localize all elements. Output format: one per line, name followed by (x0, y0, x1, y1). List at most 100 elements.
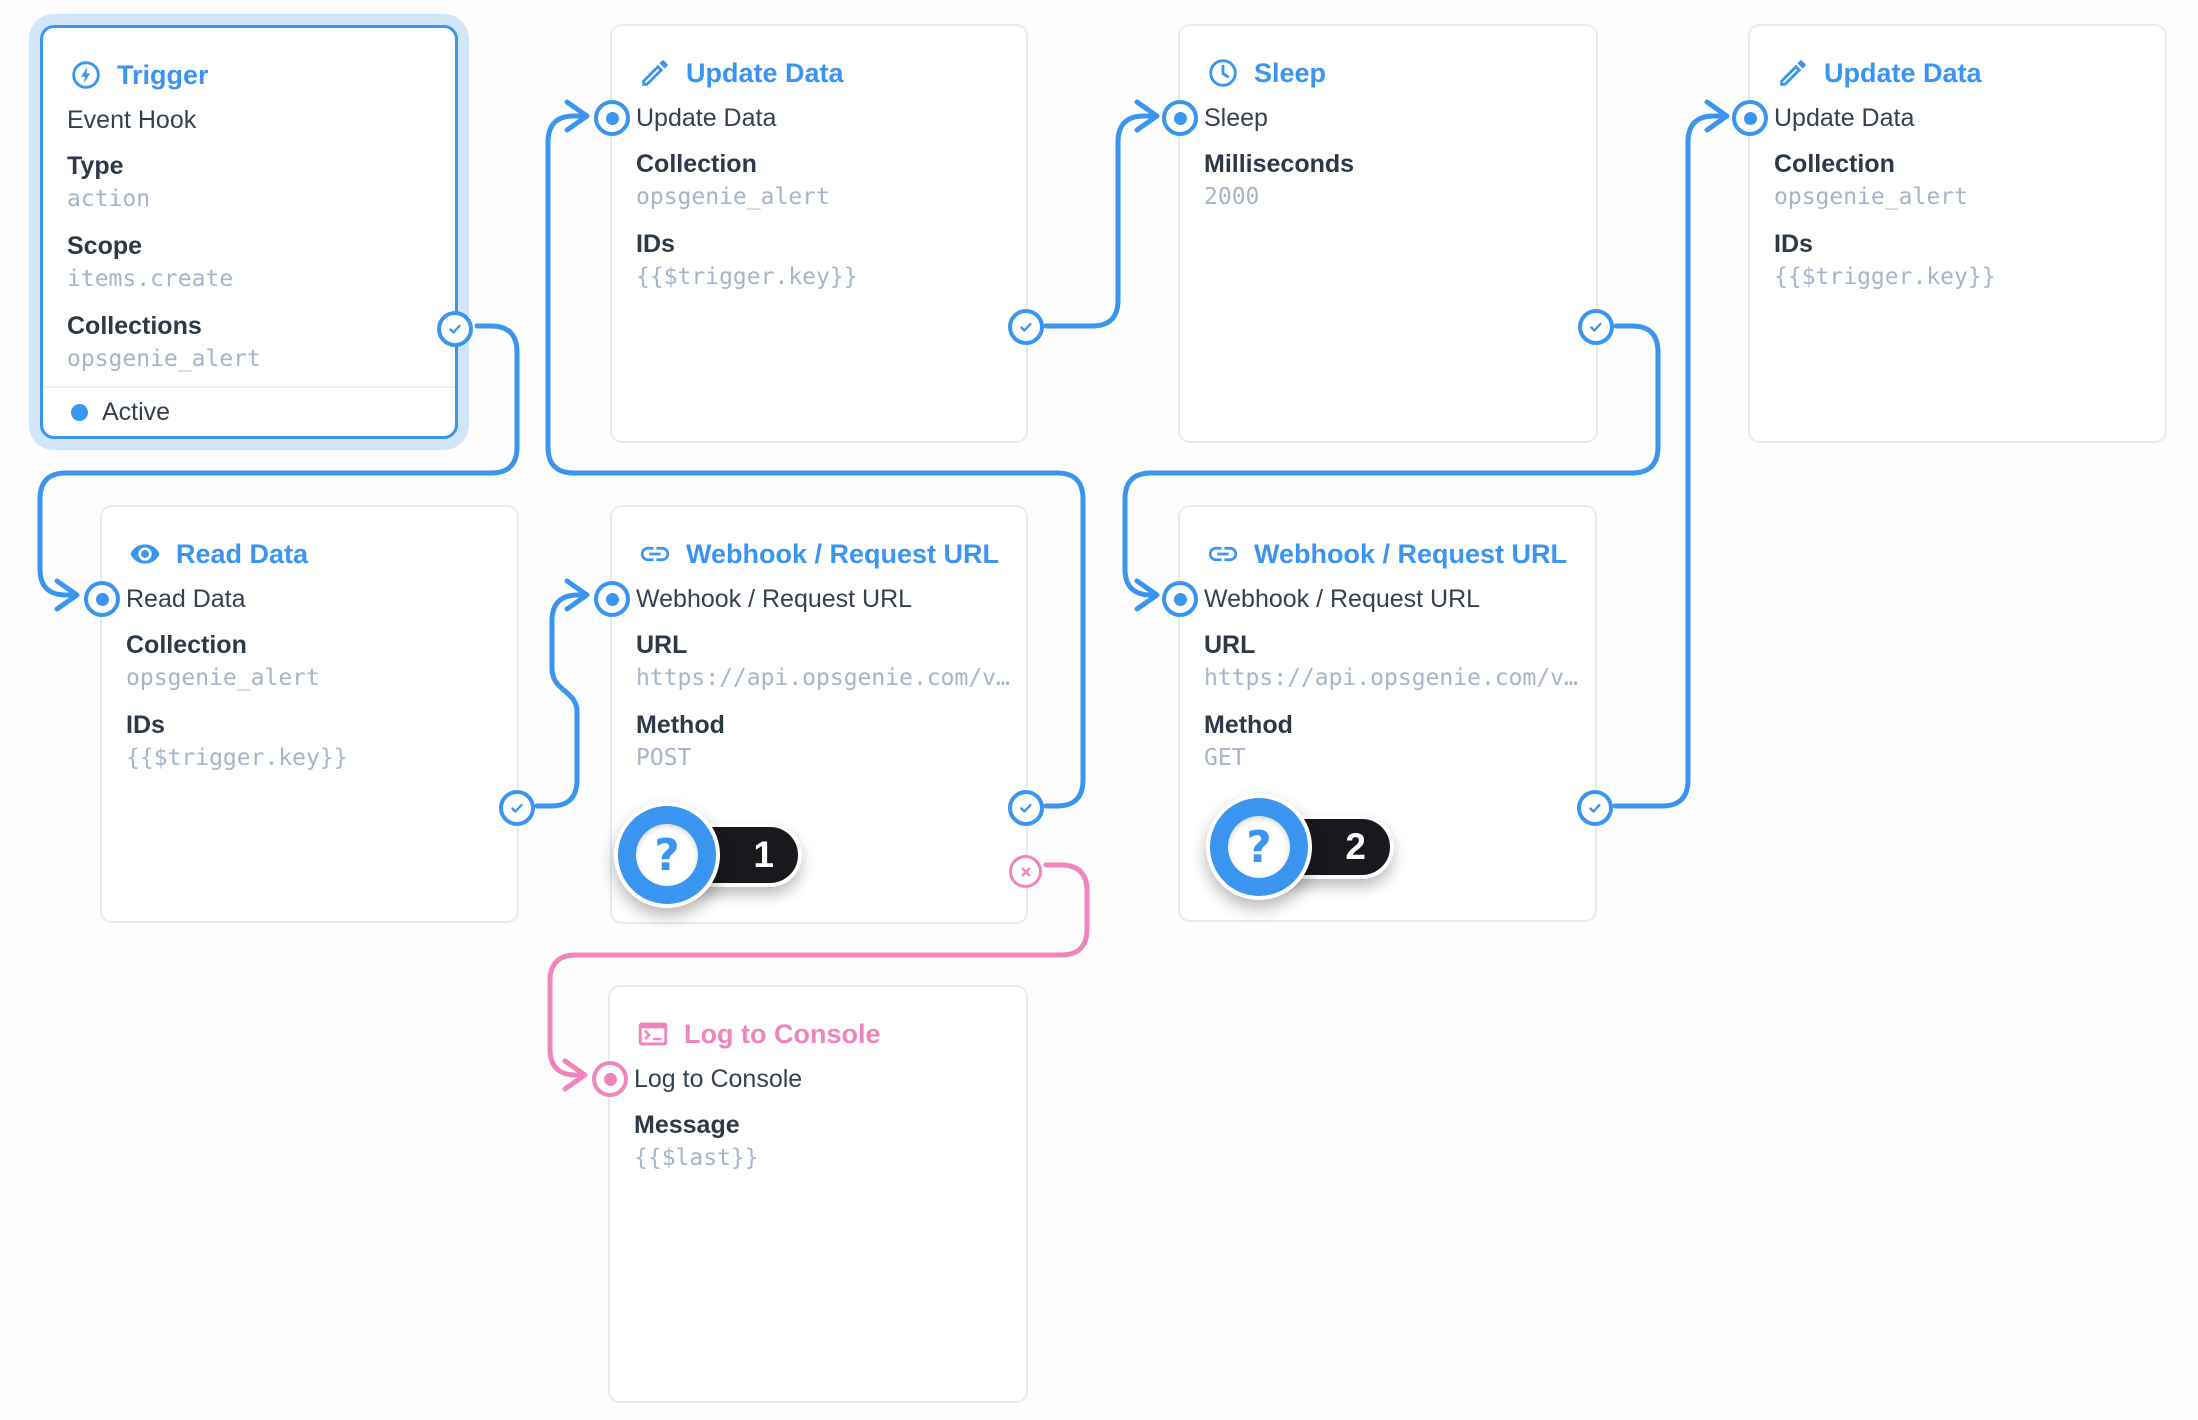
node-body: Update Data Collection opsgenie_alert ID… (636, 102, 1014, 294)
reject-port[interactable] (1009, 855, 1042, 888)
node-header: Log to Console (636, 1015, 880, 1053)
field-label: Method (1204, 711, 1293, 739)
input-port[interactable] (84, 581, 120, 617)
field: IDs {{$trigger.key}} (126, 709, 505, 775)
field: Method GET (1204, 709, 1583, 775)
edge-arrowhead (54, 578, 80, 612)
webhook-2-status-badge[interactable]: 2 ? (1206, 794, 1466, 900)
link-icon (640, 546, 670, 562)
field: Milliseconds 2000 (1204, 148, 1584, 214)
resolve-port[interactable] (499, 790, 535, 826)
question-mark-icon: ? (614, 802, 720, 908)
check-icon (1020, 803, 1032, 813)
edge-webhook1-log-reject (547, 862, 1090, 1078)
field-label: IDs (126, 711, 165, 739)
field-label: Message (634, 1111, 740, 1139)
field: IDs {{$trigger.key}} (636, 228, 1014, 294)
field-value: items.create (67, 266, 234, 292)
node-title: Log to Console (684, 1018, 881, 1049)
field: IDs {{$trigger.key}} (1774, 228, 2153, 294)
field-label: URL (1204, 631, 1256, 659)
edge-webhook1-update1 (545, 113, 1086, 809)
node-name: Webhook / Request URL (1204, 585, 1481, 613)
node-update-data-2[interactable]: Update Data Update Data Collection opsge… (1732, 24, 2167, 443)
field-label: Method (636, 711, 725, 739)
node-body: Webhook / Request URL URL https://api.op… (636, 583, 1014, 775)
node-title: Read Data (176, 538, 309, 569)
check-icon (1590, 322, 1602, 332)
field-value: {{$last}} (634, 1145, 759, 1171)
edge-arrowhead (564, 578, 590, 612)
input-port[interactable] (594, 100, 630, 136)
field-label: Type (67, 152, 124, 180)
node-header: Update Data (638, 54, 844, 92)
resolve-port[interactable] (1008, 790, 1044, 826)
field-value: {{$trigger.key}} (126, 745, 348, 771)
node-body: Webhook / Request URL URL https://api.op… (1204, 583, 1583, 775)
check-icon (449, 324, 461, 334)
badge-count: 2 (1345, 826, 1366, 867)
field: Message {{$last}} (634, 1109, 1014, 1175)
field: URL https://api.opsgenie.com/v… (1204, 629, 1583, 695)
edge-update1-sleep (1043, 113, 1153, 329)
node-read-data[interactable]: Read Data Read Data Collection opsgenie_… (84, 505, 535, 923)
status-bar: Active (43, 386, 455, 436)
link-icon (1208, 546, 1238, 562)
field-value: 2000 (1204, 184, 1260, 210)
node-header: Webhook / Request URL (638, 535, 999, 573)
input-port[interactable] (592, 1061, 628, 1097)
field-label: URL (636, 631, 688, 659)
field: Collection opsgenie_alert (636, 148, 1014, 214)
field-label: IDs (636, 230, 675, 258)
webhook-1-status-badge[interactable]: 1 ? (614, 802, 874, 908)
node-body: Log to Console Message {{$last}} (634, 1063, 1014, 1175)
field: Method POST (636, 709, 1014, 775)
node-body: Sleep Milliseconds 2000 (1204, 102, 1584, 214)
resolve-port[interactable] (437, 311, 473, 347)
node-header: Sleep (1206, 54, 1326, 92)
edge-arrowhead (1134, 99, 1160, 133)
resolve-port[interactable] (1578, 309, 1614, 345)
node-title: Webhook / Request URL (686, 538, 1000, 569)
node-name: Update Data (636, 104, 777, 132)
active-status-label: Active (102, 397, 171, 426)
field: Collection opsgenie_alert (1774, 148, 2153, 214)
field-label: Collections (67, 312, 202, 340)
node-title: Trigger (117, 59, 209, 90)
field: Collections opsgenie_alert (67, 310, 443, 376)
node-name: Sleep (1204, 104, 1268, 132)
edge-arrowhead (1134, 578, 1160, 612)
resolve-port[interactable] (1008, 309, 1044, 345)
field-label: Collection (126, 631, 247, 659)
node-trigger[interactable]: Trigger Event Hook Type action Scope ite… (40, 25, 473, 439)
node-update-data-1[interactable]: Update Data Update Data Collection opsge… (594, 24, 1044, 443)
bolt-circle-icon (72, 61, 100, 89)
input-port[interactable] (1732, 100, 1768, 136)
node-sleep[interactable]: Sleep Sleep Milliseconds 2000 (1162, 24, 1614, 443)
field: Type action (67, 150, 443, 216)
edge-read-webhook1 (534, 592, 583, 809)
input-port[interactable] (594, 581, 630, 617)
field-value: action (67, 186, 151, 212)
field-label: Scope (67, 232, 143, 260)
field-value: https://api.opsgenie.com/v… (1204, 665, 1578, 691)
node-body: Event Hook Type action Scope items.creat… (67, 104, 443, 376)
input-port[interactable] (1162, 100, 1198, 136)
node-title: Webhook / Request URL (1254, 538, 1568, 569)
field-label: Milliseconds (1204, 150, 1355, 178)
field-value: opsgenie_alert (126, 665, 320, 691)
input-port[interactable] (1162, 581, 1198, 617)
node-log-to-console[interactable]: Log to Console Log to Console Message {{… (592, 985, 1028, 1403)
node-title: Sleep (1254, 57, 1327, 88)
field-value: opsgenie_alert (636, 184, 830, 210)
field: URL https://api.opsgenie.com/v… (636, 629, 1014, 695)
pencil-icon (642, 60, 668, 86)
node-header: Update Data (1776, 54, 1982, 92)
terminal-icon (638, 1022, 668, 1046)
node-body: Update Data Collection opsgenie_alert ID… (1774, 102, 2153, 294)
field-value: GET (1204, 745, 1246, 771)
field-value: opsgenie_alert (67, 346, 261, 372)
resolve-port[interactable] (1577, 790, 1613, 826)
badge-count: 1 (753, 834, 774, 875)
